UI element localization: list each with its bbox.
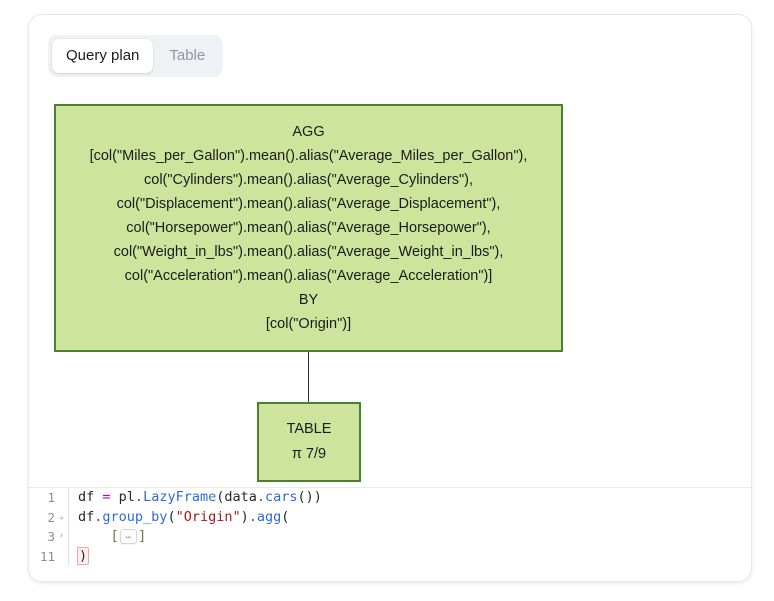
code-text[interactable]: df = pl.LazyFrame(data.cars()) [78, 488, 322, 508]
agg-expr-miles-per-gallon: [col("Miles_per_Gallon").mean().alias("A… [89, 148, 528, 164]
code-token: ( [167, 508, 176, 525]
gutter-separator [68, 546, 69, 566]
line-number: 1 [47, 490, 55, 505]
fold-toggle-icon[interactable]: › [59, 531, 64, 541]
code-text[interactable]: […] [78, 527, 146, 547]
code-token: ) [240, 508, 249, 525]
agg-by-keyword: BY [298, 292, 319, 308]
plan-node-agg[interactable]: AGG [col("Miles_per_Gallon").mean().alia… [54, 104, 563, 352]
code-token: . [248, 508, 257, 525]
agg-node-title: AGG [292, 124, 325, 140]
tab-table[interactable]: Table [155, 39, 219, 73]
line-number: 11 [39, 548, 55, 564]
tab-query-plan[interactable]: Query plan [52, 39, 154, 73]
code-token: ()) [297, 489, 322, 505]
collapsed-close-bracket: ] [138, 528, 147, 544]
matching-bracket: ) [77, 546, 90, 565]
code-token: cars [265, 489, 298, 505]
table-node-projection: π 7/9 [291, 446, 327, 462]
gutter-separator [68, 488, 69, 508]
code-text[interactable]: ) [77, 546, 90, 567]
collapsed-code-chip[interactable]: … [119, 529, 138, 544]
code-token: agg [256, 508, 282, 525]
table-node-title: TABLE [286, 421, 332, 437]
collapsed-open-bracket: [ [110, 528, 119, 544]
agg-expr-displacement: col("Displacement").mean().alias("Averag… [116, 196, 501, 212]
code-line[interactable]: 3 › […] [29, 527, 751, 547]
code-line[interactable]: 11) [29, 546, 751, 567]
view-tabs: Query plan Table [48, 35, 224, 77]
code-token: ( [281, 508, 290, 525]
query-plan-graph: AGG [col("Miles_per_Gallon").mean().alia… [29, 75, 751, 487]
agg-expr-cylinders: col("Cylinders").mean().alias("Average_C… [144, 172, 473, 188]
code-token: df [78, 508, 95, 525]
line-number: 2 [47, 509, 55, 525]
code-token: . [94, 508, 103, 525]
agg-expr-horsepower: col("Horsepower").mean().alias("Average_… [126, 220, 491, 236]
gutter-separator [68, 507, 69, 527]
code-line[interactable]: 2⌄df.group_by("Origin").agg( [29, 507, 751, 528]
code-token: = [102, 489, 111, 505]
code-token: pl [110, 489, 135, 505]
plan-node-table[interactable]: TABLE π 7/9 [257, 402, 361, 482]
fold-toggle-icon[interactable]: ⌄ [57, 511, 66, 522]
code-token: . [256, 489, 265, 505]
code-token: "Origin" [175, 508, 241, 525]
agg-expr-acceleration: col("Acceleration").mean().alias("Averag… [124, 268, 493, 284]
code-token: df [78, 489, 103, 505]
agg-by-columns: [col("Origin")] [265, 316, 352, 332]
line-number: 3 [47, 529, 55, 544]
code-indent [78, 528, 111, 544]
code-token: LazyFrame [143, 489, 217, 505]
plan-edge-agg-to-table [308, 352, 309, 402]
query-plan-card: Query plan Table AGG [col("Miles_per_Gal… [28, 14, 752, 582]
code-token: (data [216, 489, 257, 505]
agg-expr-weight-in-lbs: col("Weight_in_lbs").mean().alias("Avera… [113, 244, 504, 260]
code-token: group_by [102, 508, 168, 525]
code-text[interactable]: df.group_by("Origin").agg( [78, 508, 289, 528]
editor-divider [29, 487, 751, 488]
code-token: . [134, 489, 144, 505]
gutter-separator [68, 527, 69, 547]
